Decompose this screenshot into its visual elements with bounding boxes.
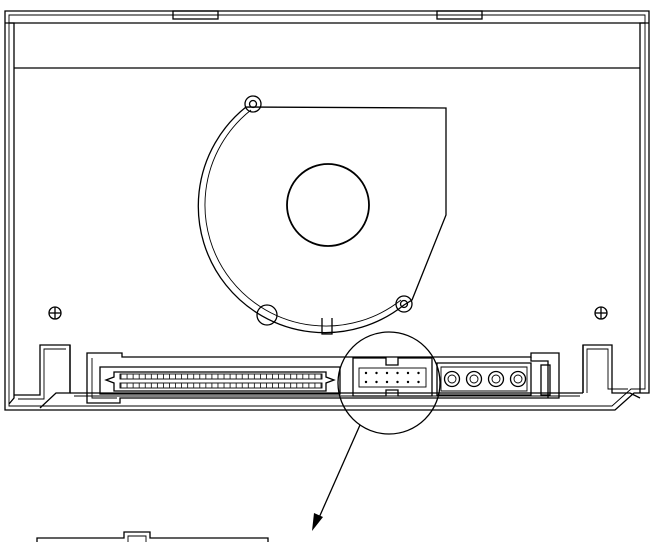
- panel-outline: [86, 352, 560, 404]
- power-pin: [487, 370, 505, 388]
- enlarged-outline: [36, 531, 269, 542]
- jumper-pin: [417, 380, 420, 384]
- housing-shoulder-right: [639, 22, 649, 393]
- scsi-pins-top: [120, 374, 322, 379]
- jumper-block: [352, 357, 433, 397]
- power-pin: [443, 370, 461, 388]
- blower-fan: [197, 95, 447, 335]
- jumper-pin: [406, 380, 410, 384]
- power-pin-socket: [447, 374, 457, 384]
- power-pin-socket: [491, 374, 501, 384]
- fan-mount-hole-top: [244, 95, 262, 113]
- housing-outline-outer: [4, 10, 650, 411]
- jumper-pin: [396, 371, 399, 375]
- power-pin-socket: [513, 374, 523, 384]
- scsi-d-shape: [104, 371, 336, 392]
- enlarged-key: [127, 535, 147, 542]
- scsi-pin-row-top: [119, 373, 323, 380]
- scsi-pins-bottom: [120, 383, 322, 388]
- power-connector-chamfer: [440, 366, 528, 392]
- jumper-pin: [385, 380, 389, 384]
- connector-panel: [86, 352, 560, 404]
- power-pin: [509, 370, 527, 388]
- fan-scroll-housing: [197, 106, 447, 334]
- power-pins: [443, 370, 527, 388]
- drive-housing: [4, 10, 650, 411]
- jumper-pin: [417, 371, 420, 375]
- connector-tray: [69, 345, 584, 394]
- jumper-pin: [364, 371, 368, 375]
- power-pin: [465, 370, 483, 388]
- bracket-right: [582, 344, 641, 399]
- power-connector-outline: [436, 362, 532, 396]
- scsi-pin-row-bottom: [119, 382, 323, 389]
- jumper-pins: [364, 371, 420, 384]
- jumper-pin: [406, 371, 410, 375]
- detail-callout: [312, 331, 441, 531]
- panel-end-bracket: [530, 357, 549, 398]
- screw-icon-right: [594, 306, 608, 320]
- enlarged-detail-partial: [36, 531, 269, 542]
- power-pin-socket: [469, 374, 479, 384]
- fan-tab: [321, 318, 333, 335]
- fan-hub: [286, 163, 370, 247]
- screw-icon-left: [48, 306, 62, 320]
- fan-mount-hole-bottom: [395, 295, 413, 313]
- detail-circle: [337, 331, 441, 435]
- housing-outline-inner: [8, 14, 646, 407]
- fan-standoff: [256, 304, 278, 326]
- jumper-block-outline: [352, 357, 433, 397]
- jumper-pin: [375, 380, 378, 384]
- detail-arrow-head: [312, 513, 323, 531]
- jumper-pin-field: [358, 367, 427, 388]
- detail-leader-line: [317, 424, 361, 521]
- jumper-pin: [396, 380, 399, 384]
- panel-outline-inner: [91, 358, 117, 399]
- fan-scroll-inner: [204, 109, 402, 327]
- housing-shoulder-left: [5, 22, 15, 405]
- bracket-right-inner: [586, 348, 628, 393]
- latch-slot: [540, 364, 551, 396]
- jumper-pin: [364, 380, 368, 384]
- scsi-shell: [99, 366, 341, 395]
- scsi-connector: [99, 366, 341, 395]
- jumper-pin: [375, 371, 378, 375]
- jumper-pin: [385, 371, 389, 375]
- power-connector: [436, 362, 532, 396]
- bracket-left-inner: [18, 348, 66, 400]
